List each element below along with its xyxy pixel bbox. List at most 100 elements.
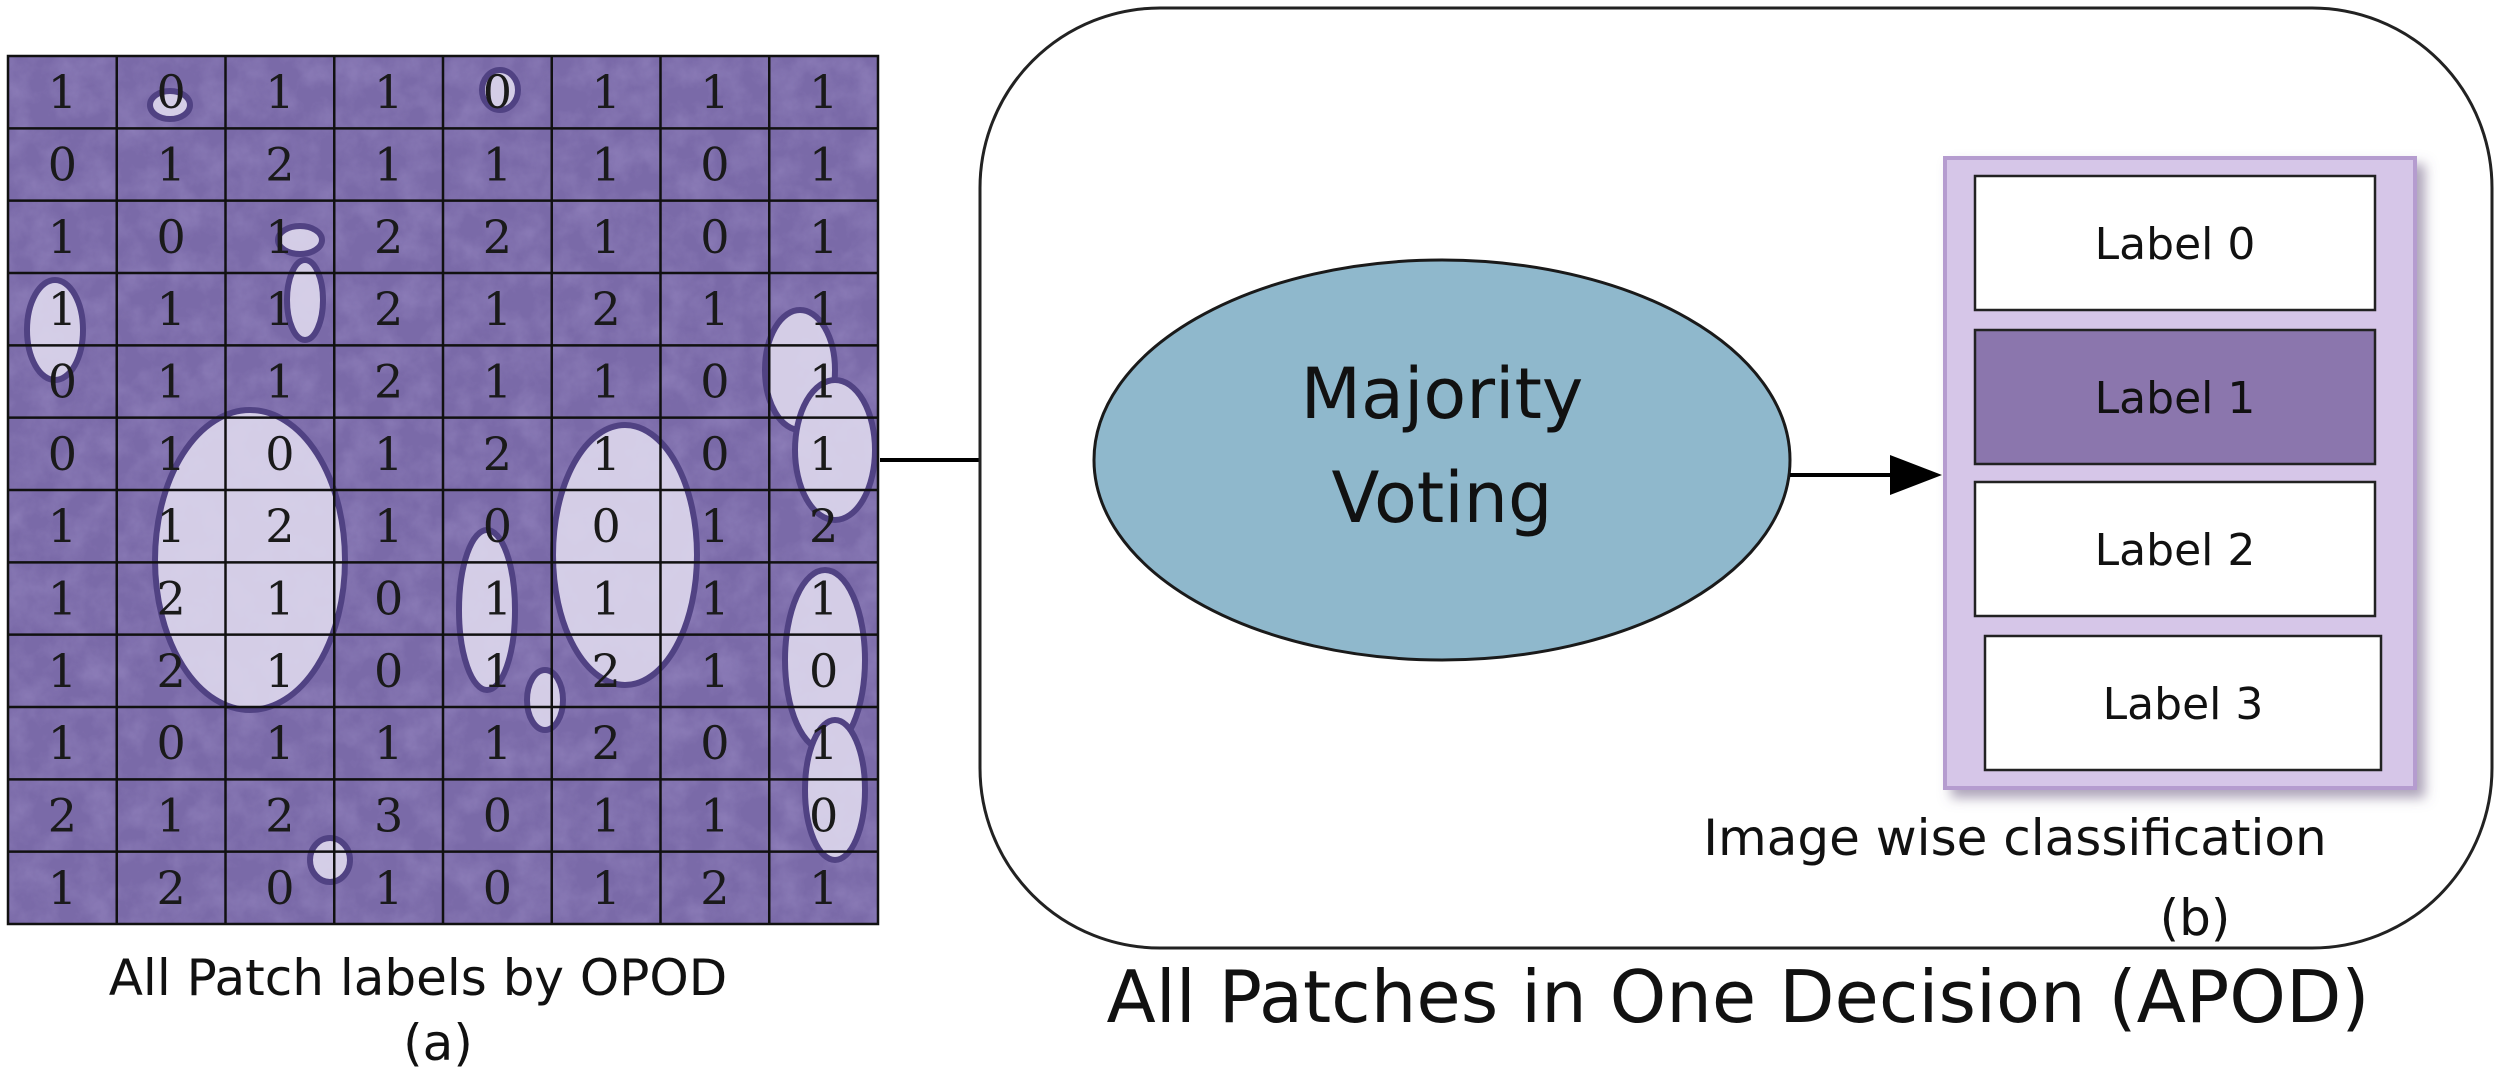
patch-label-cell: 1: [700, 572, 729, 626]
patch-label-cell: 1: [48, 210, 77, 264]
apod-caption: All Patches in One Decision (APOD): [1107, 955, 2370, 1039]
patch-label-cell: 1: [265, 355, 294, 409]
patch-label-cell: 1: [700, 282, 729, 336]
patch-label-cell: 1: [591, 138, 620, 192]
label-text: Label 1: [2095, 373, 2256, 424]
patch-label-cell: 0: [700, 427, 729, 481]
patch-label-cell: 1: [156, 499, 185, 553]
patch-label-cell: 0: [265, 861, 294, 915]
patch-label-cell: 2: [374, 282, 403, 336]
patch-label-cell: 1: [374, 861, 403, 915]
patch-label-cell: 2: [265, 789, 294, 843]
patch-label-cell: 1: [700, 789, 729, 843]
label-text: Label 0: [2095, 219, 2256, 270]
patch-label-cell: 0: [48, 138, 77, 192]
label-box-background: [1973, 480, 2377, 618]
patch-label-cell: 2: [374, 355, 403, 409]
majority-voting-ellipse: [1092, 258, 1792, 662]
patch-label-cell: 1: [48, 499, 77, 553]
patch-label-cell: 0: [156, 210, 185, 264]
patch-label-cell: 0: [483, 861, 512, 915]
label-box-background: [1983, 634, 2383, 772]
patch-label-cell: 0: [156, 65, 185, 119]
patch-label-cell: 1: [265, 716, 294, 770]
patch-label-cell: 1: [700, 65, 729, 119]
patch-label-cell: 1: [48, 644, 77, 698]
patch-label-cell: 1: [483, 282, 512, 336]
patch-label-cell: 1: [700, 644, 729, 698]
patch-label-cell: 2: [591, 282, 620, 336]
patch-label-cell: 0: [483, 65, 512, 119]
patch-label-cell: 2: [156, 861, 185, 915]
patch-label-cell: 0: [48, 427, 77, 481]
label-text: Label 2: [2095, 525, 2256, 576]
patch-labels-tag: (a): [403, 1014, 473, 1072]
patch-label-cell: 2: [591, 644, 620, 698]
patch-label-cell: 1: [809, 210, 838, 264]
patch-label-cell: 1: [483, 644, 512, 698]
patch-label-cell: 1: [265, 210, 294, 264]
patch-label-cell: 1: [809, 282, 838, 336]
selected-label-box: [1973, 328, 2377, 466]
patch-label-cell: 1: [483, 138, 512, 192]
patch-label-cell: 1: [483, 716, 512, 770]
patch-label-cell: 2: [156, 572, 185, 626]
patch-label-cell: 1: [48, 65, 77, 119]
patch-label-cell: 3: [374, 789, 403, 843]
patch-label-cell: 2: [483, 427, 512, 481]
patch-label-cell: 1: [48, 716, 77, 770]
patch-label-cell: 2: [700, 861, 729, 915]
patch-label-cell: 2: [265, 499, 294, 553]
patch-label-cell: 1: [591, 65, 620, 119]
patch-label-cell: 1: [156, 427, 185, 481]
patch-image-panel: 1 0 1 1 0 1 1 1 0 1 2 1 1 1 0 1 1 0 1 2 2 1 0 1 1 1 1 2 1 2 1 1 0 1 1 2 1 1 0 1…: [6, 54, 880, 926]
patch-label-cell: 1: [48, 861, 77, 915]
patch-label-cell: 1: [156, 138, 185, 192]
label-box-0: Label 0: [1973, 174, 2377, 312]
labels-panel: Label 0 Label 1 Label 2 Label 3: [1943, 156, 2417, 790]
patch-grid-lines: [6, 54, 880, 926]
patch-label-cell: 1: [374, 499, 403, 553]
patch-label-cell: 0: [700, 355, 729, 409]
patch-label-cell: 1: [809, 572, 838, 626]
patch-label-cell: 2: [591, 716, 620, 770]
label-text: Label 3: [2103, 679, 2264, 730]
patch-label-cell: 0: [809, 789, 838, 843]
patch-label-cell: 1: [374, 65, 403, 119]
patch-grid-labels: 1 0 1 1 0 1 1 1 0 1 2 1 1 1 0 1 1 0 1 2 2 1 0 1 1 1 1 2 1 2 1 1 0 1 1 2 1 1 0 1…: [48, 65, 839, 915]
majority-voting-line2: Voting: [1332, 457, 1553, 539]
label-box-2: Label 2: [1973, 480, 2377, 618]
classification-caption: Image wise classification: [1703, 809, 2326, 867]
patch-label-cell: 1: [591, 572, 620, 626]
patch-label-cell: 2: [809, 499, 838, 553]
patch-label-cell: 1: [591, 427, 620, 481]
patch-label-cell: 0: [700, 716, 729, 770]
arrowhead-voting-to-labels: [1890, 455, 1942, 495]
patch-label-cell: 1: [156, 282, 185, 336]
patch-label-cell: 1: [374, 427, 403, 481]
patch-label-cell: 0: [374, 572, 403, 626]
patch-label-cell: 1: [156, 789, 185, 843]
patch-label-cell: 0: [156, 716, 185, 770]
patch-label-cell: 1: [700, 499, 729, 553]
patch-label-cell: 1: [809, 65, 838, 119]
patch-label-cell: 1: [374, 138, 403, 192]
patch-label-cell: 1: [809, 355, 838, 409]
patch-label-cell: 1: [809, 861, 838, 915]
classification-tag: (b): [2160, 889, 2231, 947]
patch-label-cell: 2: [265, 138, 294, 192]
label-list: Label 0 Label 1 Label 2 Label 3: [1973, 174, 2383, 772]
label-box-background: [1973, 174, 2377, 312]
patch-label-cell: 0: [809, 644, 838, 698]
patch-label-cell: 1: [265, 644, 294, 698]
patch-labels-caption: All Patch labels by OPOD: [109, 949, 728, 1007]
patch-label-cell: 1: [48, 572, 77, 626]
patch-label-cell: 1: [809, 138, 838, 192]
patch-label-cell: 1: [265, 65, 294, 119]
patch-label-cell: 0: [483, 789, 512, 843]
patch-label-cell: 0: [700, 210, 729, 264]
patch-label-cell: 0: [374, 644, 403, 698]
majority-voting-line1: Majority: [1301, 353, 1584, 435]
patch-label-cell: 1: [156, 355, 185, 409]
